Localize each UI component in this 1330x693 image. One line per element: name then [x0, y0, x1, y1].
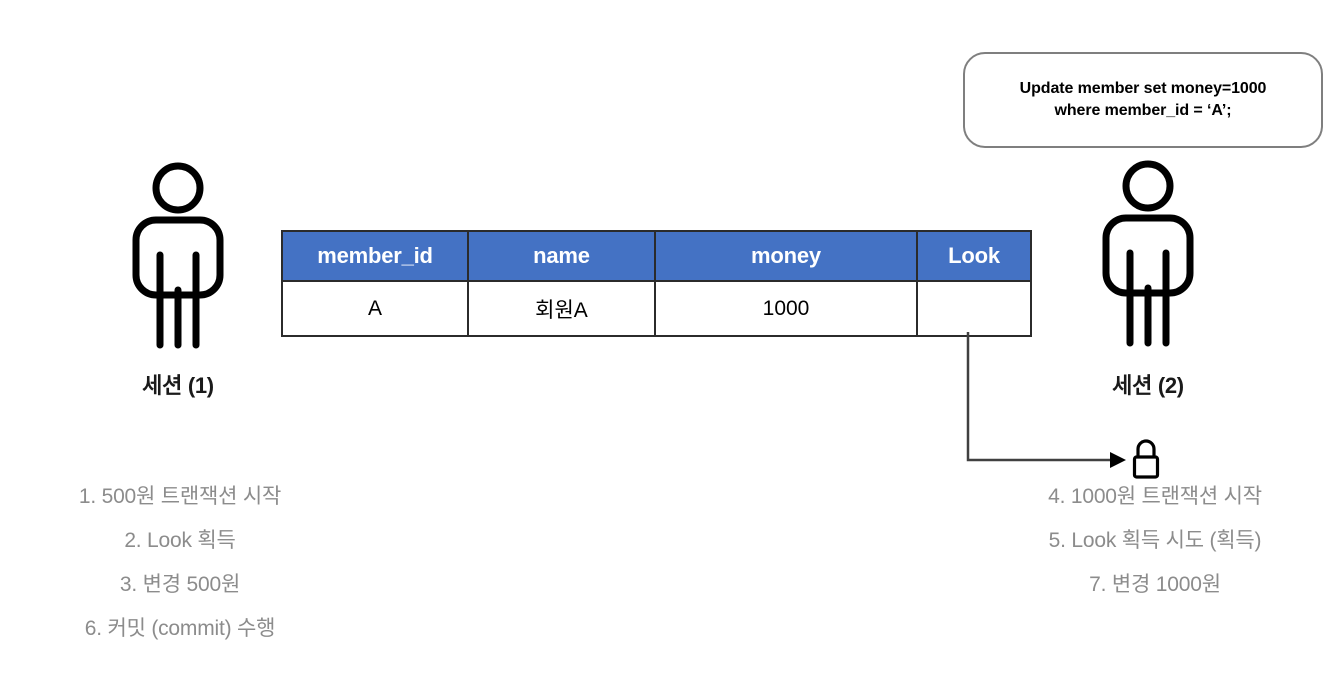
- person-icon: [132, 162, 224, 349]
- member-table: member_id name money Look A 회원A 1000: [281, 230, 1032, 337]
- list-item: 6. 커밋 (commit) 수행: [84, 617, 276, 640]
- session-label-1: 세션 (1): [142, 373, 214, 398]
- list-item: 7. 변경 1000원: [1089, 573, 1221, 596]
- lock-icon: [1132, 439, 1160, 479]
- person-icon-session-2: [1088, 158, 1208, 358]
- person-icon-session-1: [118, 160, 238, 360]
- table-header-look: Look: [916, 230, 1032, 282]
- table-header-row: member_id name money Look: [281, 230, 1032, 282]
- table-header-name: name: [467, 230, 656, 282]
- sql-statement-text: Update member set money=1000 where membe…: [1019, 80, 1267, 119]
- session-label-2: 세션 (2): [1112, 373, 1184, 398]
- sql-statement-bubble: Update member set money=1000 where membe…: [963, 52, 1323, 148]
- steps-list-session-1: 1. 500원 트랜잭션 시작 2. Look 획득 3. 변경 500원 6.…: [10, 486, 350, 662]
- list-item: 4. 1000원 트랜잭션 시작: [1048, 485, 1262, 508]
- steps-list-session-2: 4. 1000원 트랜잭션 시작 5. Look 획득 시도 (획득) 7. 변…: [985, 486, 1325, 618]
- cell-member-id: A: [281, 280, 469, 337]
- list-item: 2. Look 획득: [124, 529, 236, 552]
- table-header-money: money: [654, 230, 918, 282]
- list-item: 5. Look 획득 시도 (획득): [1048, 529, 1262, 552]
- table-header-member-id: member_id: [281, 230, 469, 282]
- list-item: 1. 500원 트랜잭션 시작: [78, 485, 282, 508]
- person-icon: [1102, 160, 1194, 347]
- table-row: A 회원A 1000: [281, 280, 1032, 337]
- arrow-right-icon: [1110, 452, 1126, 468]
- list-item: 3. 변경 500원: [119, 573, 241, 596]
- cell-name: 회원A: [467, 280, 656, 337]
- cell-look: [916, 280, 1032, 337]
- cell-money: 1000: [654, 280, 918, 337]
